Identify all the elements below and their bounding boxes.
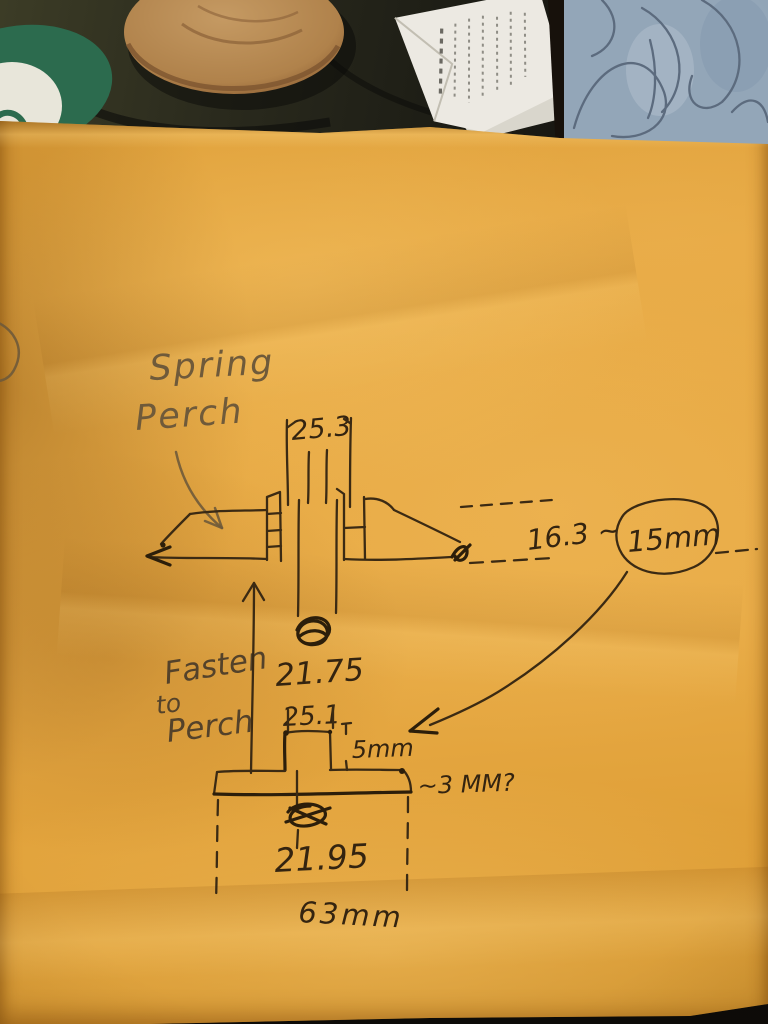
wooden-coaster (124, 0, 356, 110)
left-flange (265, 490, 283, 563)
left-wing-slope (159, 512, 192, 546)
circle-around-value (615, 498, 720, 575)
left-wing-top (188, 508, 269, 516)
spring-perch-label: Spring Perch (134, 343, 275, 530)
ink-blob (399, 768, 405, 774)
dim-top-width: 25.3 (290, 411, 353, 447)
spring-perch-text-2: Perch (134, 392, 245, 439)
center-boss-left (296, 498, 301, 618)
extension-line-left (285, 418, 290, 507)
base-plate-bottom (212, 790, 413, 797)
left-wing-arrowhead (145, 545, 172, 567)
ink-blob (160, 542, 166, 548)
dim-circled-value: 15mm (626, 517, 722, 559)
lower-boss (283, 729, 333, 771)
right-wing-end-hook (450, 543, 472, 562)
center-boss-right (334, 498, 339, 615)
edge-doodle (0, 322, 20, 382)
fasten-arrowhead (241, 581, 266, 603)
leader-curve (428, 570, 629, 727)
green-logo-mark (0, 109, 27, 126)
background-objects (0, 0, 768, 160)
fabric-leaf (590, 0, 616, 58)
dim-lower-width: 25.1 (282, 700, 341, 733)
receipt-bold-line (438, 28, 444, 95)
dashed-line-bottom (468, 556, 555, 565)
left-wing-bottom (146, 555, 269, 561)
fasten-text-2: to (154, 688, 182, 720)
coaster-engraving (197, 4, 299, 23)
receipt-paper (394, 0, 575, 141)
lower-drawing: 25.1 5mm ~3 MM? 21.95 63mm (212, 700, 516, 935)
right-flange (335, 487, 367, 562)
leader-arrowhead (408, 707, 440, 735)
receipt-text-lines (453, 11, 527, 103)
dashed-line-top (459, 498, 554, 509)
fabric-leaf (572, 62, 667, 139)
ink-blob (283, 730, 289, 736)
boss-height-ticks (340, 721, 353, 772)
lower-dim-ticks (286, 704, 335, 733)
scribble-oval (284, 802, 332, 828)
dashed-line-after-circle (714, 547, 759, 555)
fabric-leaf (646, 38, 657, 120)
dim-boss-height: 5mm (351, 734, 414, 764)
right-wing-bottom (342, 555, 454, 561)
blue-fabric (564, 0, 768, 160)
scribble-blob (295, 616, 332, 647)
dashed-vertical-left (214, 798, 220, 904)
spring-perch-arrow (174, 450, 224, 530)
boss-inner-line (324, 448, 329, 505)
dim-right-note: 16.3 ~ (525, 513, 623, 557)
center-line (295, 769, 300, 850)
boss-inner-line (306, 450, 311, 505)
fabric-leaf (640, 6, 681, 114)
dim-lower-center: 21.95 (273, 836, 369, 880)
receipt-fold (394, 17, 454, 122)
base-plate (212, 768, 413, 796)
right-wing-top (363, 497, 462, 544)
extension-line-right (348, 416, 353, 509)
fabric-leaf (688, 0, 741, 109)
coaster-engraving (181, 22, 303, 45)
fasten-label: Fasten to Perch (154, 581, 270, 775)
dim-overall-width: 63mm (298, 895, 405, 934)
dashed-vertical-right (405, 795, 410, 897)
dim-base-thickness: ~3 MM? (417, 769, 515, 800)
fasten-arrow (249, 581, 256, 775)
upper-drawing: 25.3 (145, 411, 759, 694)
dim-upper-center: 21.75 (274, 652, 365, 694)
side-dimension-note: 16.3 ~ 15mm (408, 498, 722, 735)
dim-ticks (286, 417, 352, 429)
fabric-leaf (730, 99, 768, 124)
spring-perch-text-1: Spring (148, 343, 275, 389)
ink-blob (327, 729, 333, 735)
